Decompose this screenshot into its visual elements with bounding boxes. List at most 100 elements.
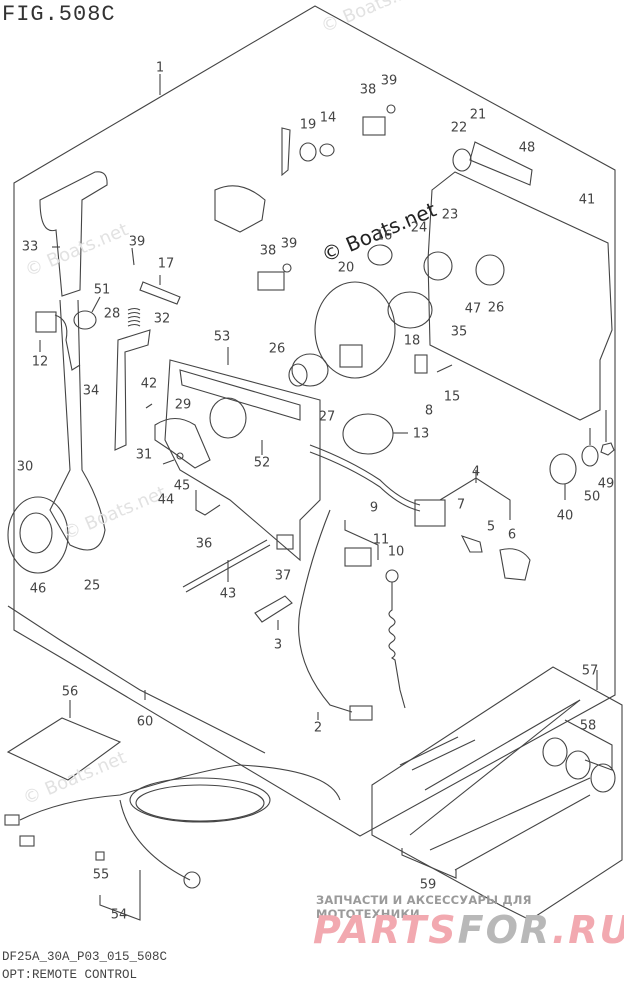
part-58-spacer-2 — [565, 750, 591, 780]
callout-55[interactable]: 55 — [92, 867, 110, 883]
callout-56[interactable]: 56 — [61, 684, 79, 700]
part-lanyard-coil — [388, 582, 406, 709]
callout-44[interactable]: 44 — [157, 492, 175, 508]
figure-code: DF25A_30A_P03_015_508C — [2, 950, 168, 964]
callout-35[interactable]: 35 — [450, 324, 468, 340]
part-12-wire — [54, 314, 81, 371]
part-50-washer — [581, 445, 599, 467]
part-20-gear-hub — [339, 344, 363, 368]
callout-60[interactable]: 60 — [136, 714, 154, 730]
callout-31[interactable]: 31 — [135, 447, 153, 463]
callout-45[interactable]: 45 — [173, 478, 191, 494]
callout-19[interactable]: 19 — [299, 117, 317, 133]
part-19-seal — [299, 142, 317, 162]
callout-15[interactable]: 15 — [443, 389, 461, 405]
part-54-connector-b — [19, 835, 35, 847]
callout-21[interactable]: 21 — [469, 107, 487, 123]
part-37-clip — [276, 534, 294, 550]
callout-2[interactable]: 2 — [313, 720, 323, 736]
callout-57[interactable]: 57 — [581, 663, 599, 679]
bracket-4 — [439, 477, 511, 520]
part-5-key — [460, 535, 483, 553]
callout-52[interactable]: 52 — [253, 455, 271, 471]
part-45-washer — [176, 452, 184, 460]
callout-25[interactable]: 25 — [83, 578, 101, 594]
callout-12[interactable]: 12 — [31, 354, 49, 370]
shop-logo: PARTSFOR.RU — [313, 908, 624, 952]
shop-logo-part-2: FOR — [457, 908, 552, 952]
bracket-54 — [99, 870, 141, 921]
callout-22[interactable]: 22 — [450, 120, 468, 136]
part-11-stop-switch — [344, 547, 372, 567]
callout-42[interactable]: 42 — [140, 376, 158, 392]
part-32-spring — [127, 307, 141, 327]
callout-20[interactable]: 20 — [337, 260, 355, 276]
group-outline-kit-57 — [371, 666, 623, 921]
callout-51[interactable]: 51 — [93, 282, 111, 298]
leader-39-left — [131, 247, 135, 266]
part-27-ring — [291, 353, 329, 387]
callout-7[interactable]: 7 — [456, 497, 466, 513]
wire-main-to-key — [309, 444, 421, 506]
part-57-tie-3 — [424, 699, 581, 791]
part-20-gear — [314, 281, 396, 379]
part-18-plate — [387, 291, 433, 329]
part-25-lever-arm — [49, 299, 106, 551]
group-outline-kit-59 — [401, 848, 457, 879]
callout-36[interactable]: 36 — [195, 536, 213, 552]
callout-40[interactable]: 40 — [556, 508, 574, 524]
shop-logo-part-3: .RU — [551, 908, 624, 952]
callout-8[interactable]: 8 — [424, 403, 434, 419]
callout-17[interactable]: 17 — [157, 256, 175, 272]
callout-50[interactable]: 50 — [583, 489, 601, 505]
callout-29[interactable]: 29 — [174, 397, 192, 413]
callout-41[interactable]: 41 — [578, 192, 596, 208]
callout-34[interactable]: 34 — [82, 383, 100, 399]
part-57-tie-2 — [411, 739, 476, 771]
callout-54[interactable]: 54 — [110, 907, 128, 923]
callout-3[interactable]: 3 — [273, 637, 283, 653]
callout-5[interactable]: 5 — [486, 519, 496, 535]
callout-28[interactable]: 28 — [103, 306, 121, 322]
leader-51 — [91, 296, 101, 313]
callout-48[interactable]: 48 — [518, 140, 536, 156]
callout-38-mid[interactable]: 38 — [259, 243, 277, 259]
callout-59[interactable]: 59 — [419, 877, 437, 893]
callout-37[interactable]: 37 — [274, 568, 292, 584]
part-55-clip — [95, 851, 105, 861]
callout-18[interactable]: 18 — [403, 333, 421, 349]
callout-47[interactable]: 47 — [464, 301, 482, 317]
callout-23[interactable]: 23 — [441, 207, 459, 223]
callout-10[interactable]: 10 — [387, 544, 405, 560]
callout-33[interactable]: 33 — [21, 239, 39, 255]
callout-53[interactable]: 53 — [213, 329, 231, 345]
callout-39-top[interactable]: 39 — [380, 73, 398, 89]
callout-38-top[interactable]: 38 — [359, 82, 377, 98]
callout-46[interactable]: 46 — [29, 581, 47, 597]
part-26-seal-left — [288, 363, 308, 387]
callout-11[interactable]: 11 — [372, 532, 390, 548]
callout-13[interactable]: 13 — [412, 426, 430, 442]
callout-39-mid[interactable]: 39 — [280, 236, 298, 252]
callout-26-right[interactable]: 26 — [487, 300, 505, 316]
callout-43[interactable]: 43 — [219, 586, 237, 602]
callout-24[interactable]: 24 — [410, 220, 428, 236]
callout-39-left[interactable]: 39 — [128, 234, 146, 250]
part-24-gear — [423, 251, 453, 281]
callout-26-left[interactable]: 26 — [268, 341, 286, 357]
part-56-bag — [6, 717, 122, 781]
part-54-harness — [19, 764, 341, 821]
part-52-housing — [164, 359, 321, 562]
callout-4[interactable]: 4 — [471, 464, 481, 480]
callout-58[interactable]: 58 — [579, 718, 597, 734]
callout-6[interactable]: 6 — [507, 527, 517, 543]
callout-32[interactable]: 32 — [153, 311, 171, 327]
callout-14[interactable]: 14 — [319, 110, 337, 126]
callout-30[interactable]: 30 — [16, 459, 34, 475]
callout-1[interactable]: 1 — [155, 60, 165, 76]
part-38-bracket-mid — [257, 271, 285, 291]
callout-49[interactable]: 49 — [597, 476, 615, 492]
callout-9[interactable]: 9 — [369, 500, 379, 516]
callout-27[interactable]: 27 — [318, 409, 336, 425]
callout-16[interactable]: 16 — [375, 228, 393, 244]
